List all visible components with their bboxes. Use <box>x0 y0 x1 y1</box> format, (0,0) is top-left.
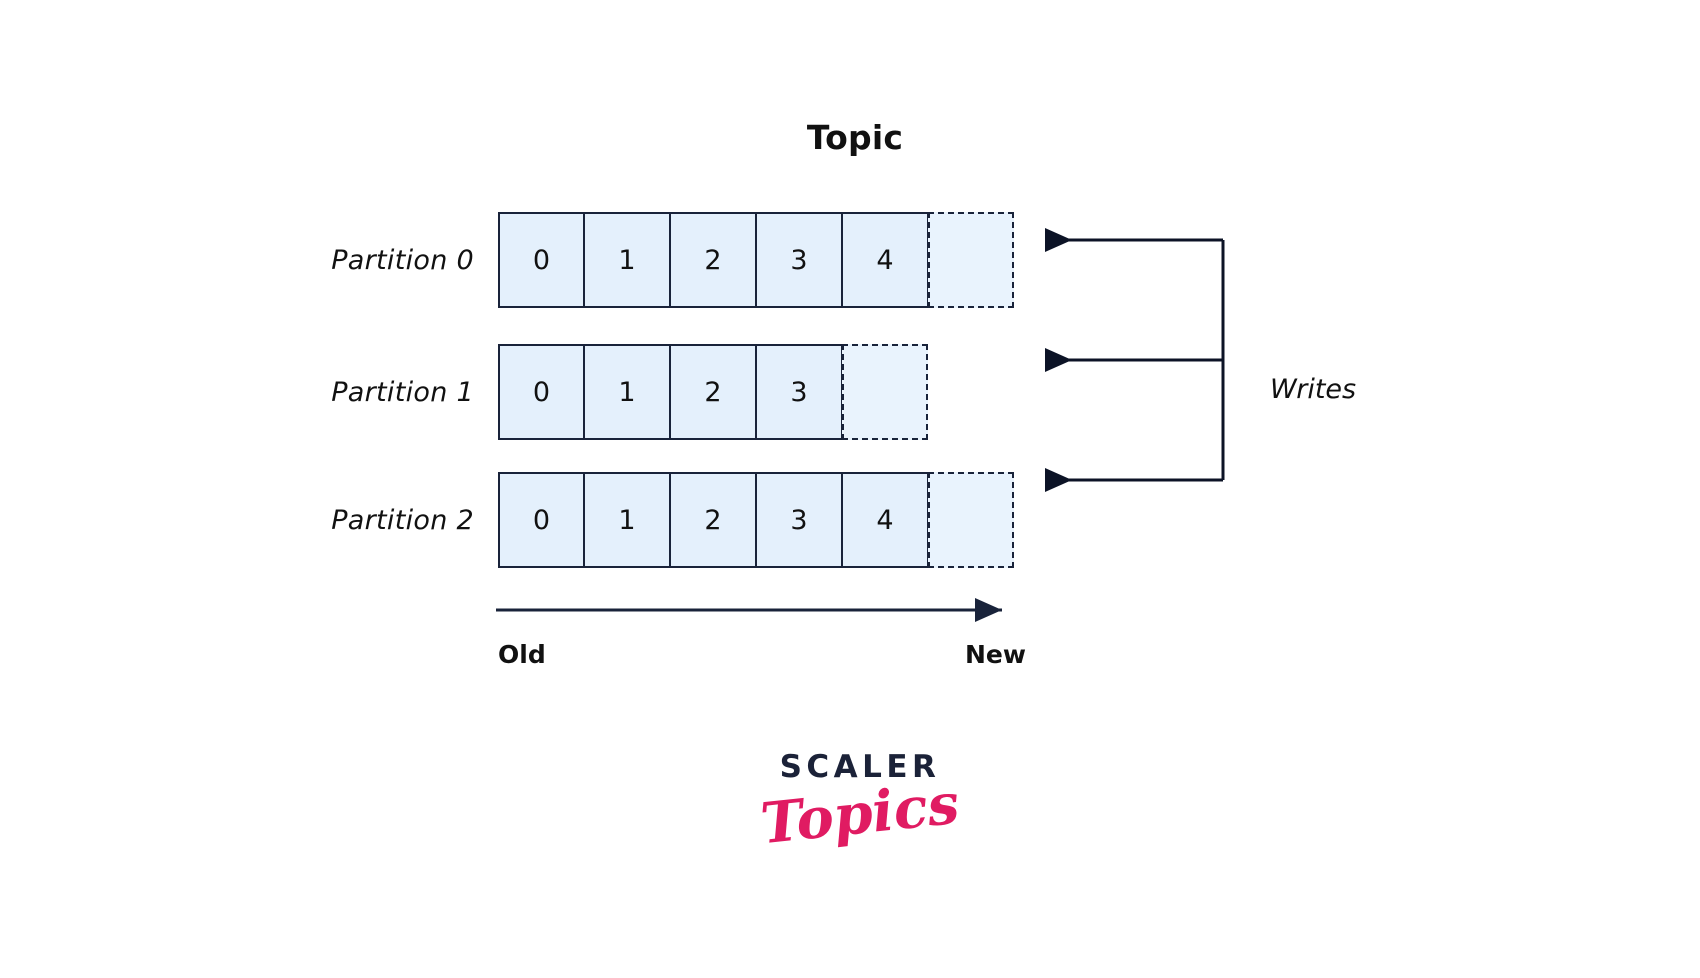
partition-row-0: Partition 0 0 1 2 3 4 <box>330 212 1014 308</box>
logo-scaler-text: SCALER <box>779 749 941 785</box>
time-axis-arrow <box>496 598 1002 622</box>
partition-cells-2: 0 1 2 3 4 <box>498 472 1014 568</box>
offset-cell: 2 <box>670 212 756 308</box>
offset-cell: 2 <box>670 344 756 440</box>
empty-slot-cell <box>842 344 928 440</box>
partition-row-1: Partition 1 0 1 2 3 <box>330 344 928 440</box>
partition-row-2: Partition 2 0 1 2 3 4 <box>330 472 1014 568</box>
writes-label: Writes <box>1270 374 1357 405</box>
logo-topics-text: Topics <box>757 770 963 858</box>
axis-label-old: Old <box>498 640 546 669</box>
partition-cells-0: 0 1 2 3 4 <box>498 212 1014 308</box>
offset-cell: 3 <box>756 212 842 308</box>
writes-arrows <box>1045 228 1225 492</box>
page-title: Topic <box>806 118 904 157</box>
axis-label-new: New <box>965 640 1026 669</box>
partition-cells-1: 0 1 2 3 <box>498 344 928 440</box>
offset-cell: 4 <box>842 212 928 308</box>
offset-cell: 2 <box>670 472 756 568</box>
empty-slot-cell <box>928 212 1014 308</box>
offset-cell: 3 <box>756 344 842 440</box>
empty-slot-cell <box>928 472 1014 568</box>
offset-cell: 3 <box>756 472 842 568</box>
offset-cell: 1 <box>584 212 670 308</box>
offset-cell: 4 <box>842 472 928 568</box>
offset-cell: 0 <box>498 472 584 568</box>
partition-label-1: Partition 1 <box>331 376 474 408</box>
offset-cell: 1 <box>584 344 670 440</box>
scaler-topics-logo: SCALER Topics <box>758 749 962 858</box>
offset-cell: 1 <box>584 472 670 568</box>
partition-label-2: Partition 2 <box>331 504 474 536</box>
partition-label-0: Partition 0 <box>331 244 474 276</box>
offset-cell: 0 <box>498 344 584 440</box>
offset-cell: 0 <box>498 212 584 308</box>
